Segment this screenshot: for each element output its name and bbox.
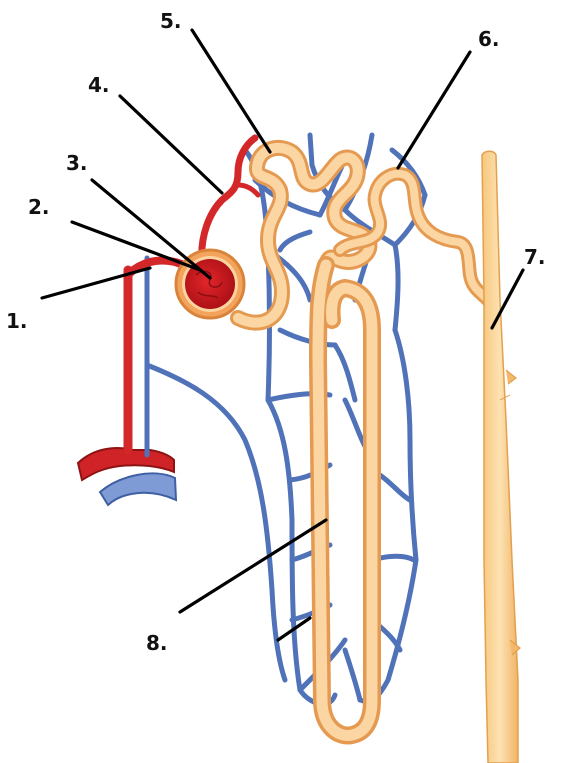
label-7: 7. — [524, 245, 546, 269]
leader-5 — [192, 30, 270, 152]
label-8: 8. — [146, 631, 168, 655]
label-1: 1. — [6, 309, 28, 333]
label-2: 2. — [28, 195, 50, 219]
label-5: 5. — [160, 9, 182, 33]
leader-2 — [72, 222, 200, 270]
renal-vessels — [78, 448, 176, 505]
collecting-duct — [482, 151, 520, 763]
leader-6 — [398, 52, 470, 168]
leader-8a — [180, 520, 326, 612]
renal-vein-trunk — [100, 473, 176, 505]
leader-1 — [42, 268, 150, 298]
label-6: 6. — [478, 27, 500, 51]
label-4: 4. — [88, 73, 110, 97]
leader-lines — [42, 30, 523, 640]
number-labels: 1. 2. 3. 4. 5. 6. 7. 8. — [6, 9, 546, 655]
leader-4 — [120, 96, 222, 193]
label-3: 3. — [66, 151, 88, 175]
